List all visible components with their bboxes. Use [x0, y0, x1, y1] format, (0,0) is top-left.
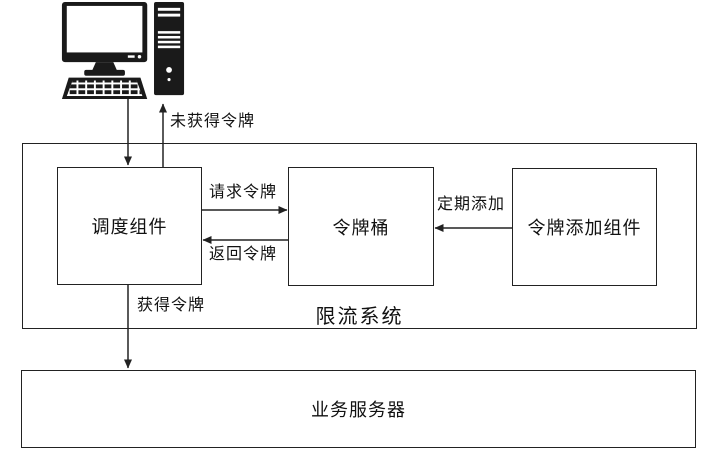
- computer-icon: [61, 2, 185, 99]
- business-server-box: 业务服务器: [21, 370, 696, 448]
- scheduler-component-label: 调度组件: [91, 217, 168, 237]
- token-bucket-label: 令牌桶: [332, 217, 390, 238]
- token-adder-component-box: 令牌添加组件: [512, 168, 657, 286]
- business-server-label: 业务服务器: [311, 400, 406, 420]
- edge-label-periodic-add: 定期添加: [437, 196, 506, 213]
- edge-label-request-token: 请求令牌: [209, 184, 278, 201]
- rate-limit-system-box: [22, 143, 697, 329]
- edge-label-no-token: 未获得令牌: [170, 113, 256, 130]
- scheduler-component-box: 调度组件: [57, 167, 202, 285]
- token-adder-component-label: 令牌添加组件: [527, 218, 642, 238]
- rate-limit-system-label: 限流系统: [315, 306, 404, 328]
- edge-label-return-token: 返回令牌: [209, 246, 278, 263]
- token-bucket-box: 令牌桶: [288, 167, 434, 286]
- edge-label-acquired-token: 获得令牌: [137, 297, 206, 314]
